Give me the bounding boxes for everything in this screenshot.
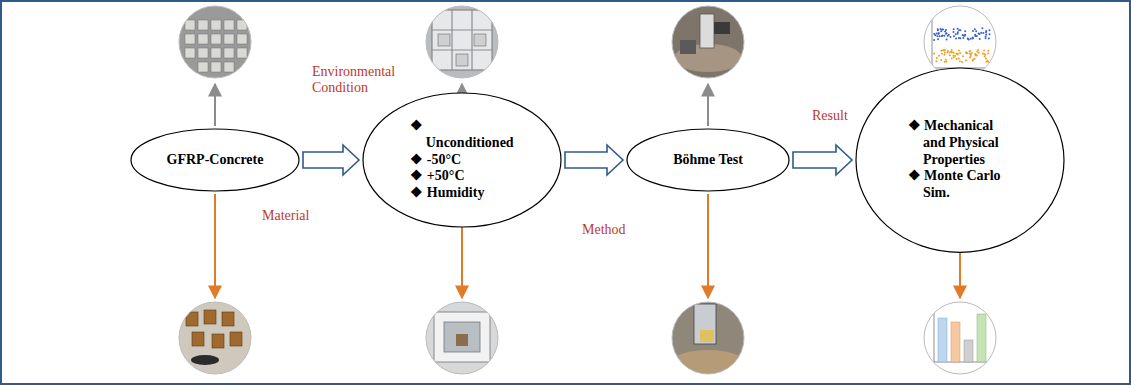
photo-machine xyxy=(668,2,748,82)
photo-chamber xyxy=(422,2,502,82)
process-ellipse: Böhme Test xyxy=(626,128,790,192)
photo-bar-chart xyxy=(920,298,1000,378)
stage-label: Environmental Condition xyxy=(312,64,412,96)
stage-label: Material xyxy=(262,208,309,224)
node-title: GFRP-Concrete xyxy=(167,152,264,169)
photo-moulds xyxy=(175,298,255,378)
process-ellipse: GFRP-Concrete xyxy=(130,128,300,192)
process-ellipse: ❖ Mechanical and Physical Properties❖ Mo… xyxy=(855,67,1065,253)
node-text-group: Böhme Test xyxy=(673,152,743,169)
block-arrow xyxy=(793,145,852,175)
photo-oven xyxy=(422,298,502,378)
process-ellipse: ❖ Unconditioned❖ -50°C❖ +50°C❖ Humidity xyxy=(362,92,562,228)
ellipse-outline xyxy=(362,92,562,228)
list-item: ❖ +50°C xyxy=(410,168,513,185)
list-item: ❖ -50°C xyxy=(410,152,513,169)
photo-test-detail xyxy=(668,298,748,378)
node-text-group: GFRP-Concrete xyxy=(167,152,264,169)
block-arrow xyxy=(565,145,623,175)
list-item: ❖ Mechanical and Physical Properties xyxy=(908,118,1013,168)
node-title: Böhme Test xyxy=(673,152,743,169)
stage-label: Method xyxy=(582,222,626,238)
node-text-group: ❖ Unconditioned❖ -50°C❖ +50°C❖ Humidity xyxy=(410,118,513,202)
list-item: ❖ Humidity xyxy=(410,185,513,202)
list-item: ❖ Monte Carlo Sim. xyxy=(908,168,1013,202)
photo-cubes xyxy=(175,2,255,82)
node-text-group: ❖ Mechanical and Physical Properties❖ Mo… xyxy=(908,118,1013,202)
stage-label: Result xyxy=(812,108,848,124)
block-arrow xyxy=(303,145,359,175)
list-item: ❖ Unconditioned xyxy=(410,118,513,152)
photo-arrows xyxy=(215,84,960,298)
